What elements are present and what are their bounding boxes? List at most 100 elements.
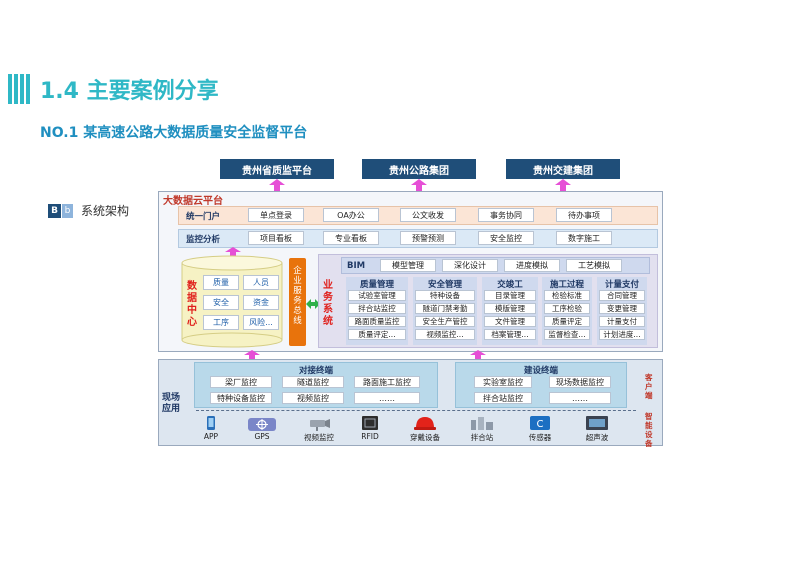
business-column-title: 交竣工 [497, 280, 523, 290]
top-platform-3: 贵州交建集团 [506, 159, 620, 179]
business-item: 计量支付 [599, 316, 645, 327]
bim-item: 模型管理 [380, 259, 436, 272]
title-deco-bar [20, 74, 24, 104]
data-center-label: 数据中心 [187, 281, 197, 328]
service-bus-bar [289, 258, 306, 346]
portal-item: 单点登录 [248, 208, 304, 222]
device-label: 传感器 [528, 433, 552, 442]
monitor-item: 专业看板 [323, 231, 379, 245]
page-title: 1.4 主要案例分享 [40, 79, 219, 104]
business-item: 模版管理 [484, 303, 536, 314]
title-deco-bar [14, 74, 18, 104]
build-item: …… [549, 392, 611, 404]
business-item: 特种设备 [415, 290, 475, 301]
build-terminal-title: 建设终端 [523, 366, 558, 376]
dock-item: 隧道监控 [282, 376, 344, 388]
data-center-item: 风险... [243, 315, 279, 330]
device-label: 穿戴设备 [410, 433, 440, 442]
business-item: 质量评定... [348, 329, 406, 340]
data-center-item: 资金 [243, 295, 279, 310]
device-label: RFID [361, 432, 379, 441]
dock-item: 梁厂监控 [210, 376, 272, 388]
device-label: GPS [254, 432, 270, 441]
business-item: 工序检验 [544, 303, 590, 314]
section-badge-secondary: b [62, 203, 73, 218]
smart-device-label: 智能设备 [645, 412, 653, 448]
section-header: B b 系统架构 [48, 202, 129, 219]
ultrasonic-icon [586, 415, 608, 434]
monitor-item: 数字施工 [556, 231, 612, 245]
monitor-item: 安全监控 [478, 231, 534, 245]
business-item: 质量评定 [544, 316, 590, 327]
business-label: 业务系统 [323, 280, 333, 327]
up-arrow-icon [411, 179, 427, 191]
business-item: 隧道门禁考勤 [415, 303, 475, 314]
monitor-item: 预警预测 [400, 231, 456, 245]
business-item: 安全生产管控 [415, 316, 475, 327]
device-label: 视频监控 [304, 433, 334, 442]
bim-item: 深化设计 [442, 259, 498, 272]
bim-label: BIM [347, 261, 366, 271]
business-item: 路面质量监控 [348, 316, 406, 327]
mixing-station-icon [470, 415, 494, 434]
device-label: APP [203, 432, 219, 441]
dock-item: 视频监控 [282, 392, 344, 404]
top-platform-1: 贵州省质监平台 [220, 159, 334, 179]
title-deco-bar [8, 74, 12, 104]
top-platform-2: 贵州公路集团 [362, 159, 476, 179]
business-item: 变更管理 [599, 303, 645, 314]
monitor-item: 项目看板 [248, 231, 304, 245]
monitor-label: 监控分析 [186, 235, 221, 245]
business-column-title: 计量支付 [604, 280, 639, 290]
portal-item: OA办公 [323, 208, 379, 222]
helmet-icon [414, 415, 436, 434]
data-center-item: 质量 [203, 275, 239, 290]
up-arrow-icon [269, 179, 285, 191]
dock-item: 特种设备监控 [210, 392, 272, 404]
divider [196, 410, 636, 411]
svg-text:C: C [537, 419, 544, 430]
data-center-item: 安全 [203, 295, 239, 310]
build-item: 实验室监控 [474, 376, 532, 388]
portal-item: 公文收发 [400, 208, 456, 222]
data-center-item: 人员 [243, 275, 279, 290]
portal-label: 统一门户 [186, 212, 221, 222]
business-item: 拌合站监控 [348, 303, 406, 314]
dock-item: …… [354, 392, 420, 404]
business-item: 视频监控... [415, 329, 475, 340]
business-item: 目录管理 [484, 290, 536, 301]
section-label: 系统架构 [81, 204, 130, 218]
section-badge: B [48, 203, 61, 218]
business-column-title: 质量管理 [359, 280, 394, 290]
business-item: 试验室管理 [348, 290, 406, 301]
double-arrow-icon [306, 294, 320, 313]
portal-item: 待办事项 [556, 208, 612, 222]
device-label: 超声波 [585, 433, 609, 442]
business-column-title: 施工过程 [549, 280, 584, 290]
camera-icon [308, 416, 330, 435]
client-label: 客户端 [645, 373, 653, 400]
build-item: 拌合站监控 [474, 392, 532, 404]
up-arrow-icon [244, 350, 260, 361]
build-item: 现场数据监控 [549, 376, 611, 388]
up-arrow-icon [225, 247, 241, 257]
sensor-icon: C [530, 415, 550, 434]
cloud-platform-title: 大数据云平台 [163, 196, 223, 207]
rfid-icon [362, 415, 378, 434]
business-item: 检验标准 [544, 290, 590, 301]
business-item: 文件管理 [484, 316, 536, 327]
device-label: 拌合站 [470, 433, 494, 442]
dock-terminal-title: 对接终端 [298, 366, 333, 376]
business-item: 监督检查... [544, 329, 590, 340]
data-center-item: 工序 [203, 315, 239, 330]
business-item: 档案管理... [484, 329, 536, 340]
phone-icon [206, 415, 216, 434]
business-item: 合同管理 [599, 290, 645, 301]
business-item: 计划进度... [599, 329, 645, 340]
service-bus-label: 企业服务总线 [293, 266, 302, 326]
bim-item: 进度模拟 [504, 259, 560, 272]
business-column-title: 安全管理 [427, 280, 462, 290]
portal-item: 事务协同 [478, 208, 534, 222]
gps-icon [248, 416, 276, 435]
up-arrow-icon [470, 350, 486, 361]
